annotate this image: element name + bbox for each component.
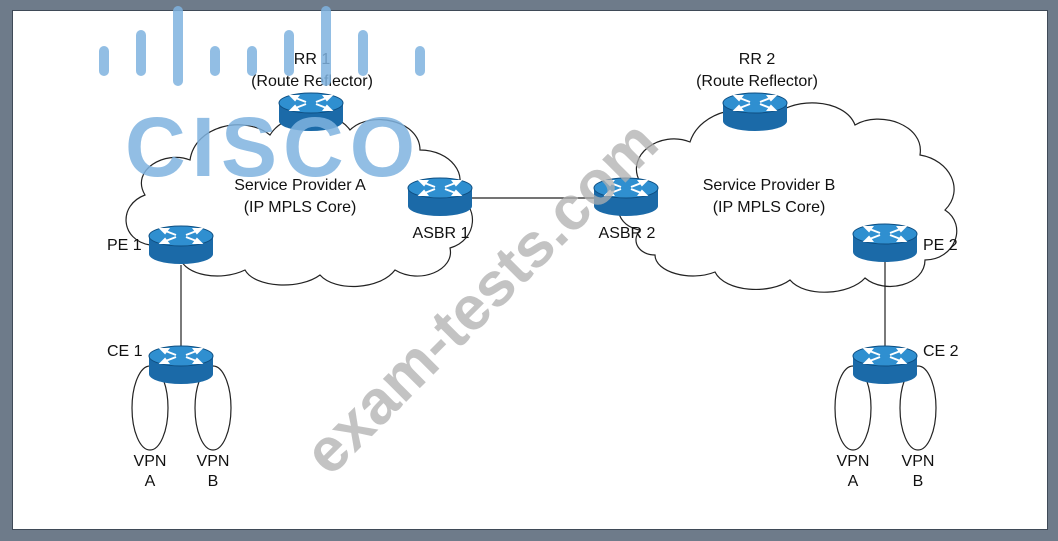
sp-a-sublabel: (IP MPLS Core) bbox=[244, 199, 357, 216]
svg-text:CISCO: CISCO bbox=[125, 100, 421, 194]
asbr2-label: ASBR 2 bbox=[599, 225, 656, 242]
router-pe1-icon bbox=[148, 225, 214, 265]
router-ce1-icon bbox=[148, 345, 214, 385]
sp-b-label: Service Provider B bbox=[703, 177, 836, 194]
ce2-label: CE 2 bbox=[923, 343, 959, 360]
vpn-right-a-line2: A bbox=[848, 473, 859, 490]
cisco-logo-watermark: CISCO bbox=[99, 6, 425, 194]
vpn-left-b-line1: VPN bbox=[197, 453, 230, 470]
pe1-label: PE 1 bbox=[107, 237, 142, 254]
rr1-description: (Route Reflector) bbox=[251, 73, 373, 90]
ce1-label: CE 1 bbox=[107, 343, 143, 360]
vpn-left-a-line1: VPN bbox=[134, 453, 167, 470]
rr2-label: RR 2 bbox=[739, 51, 776, 68]
router-ce2-icon bbox=[852, 345, 918, 385]
sp-b-sublabel: (IP MPLS Core) bbox=[713, 199, 826, 216]
vpn-right-a-line1: VPN bbox=[837, 453, 870, 470]
router-rr2-icon bbox=[722, 92, 788, 132]
rr2-description: (Route Reflector) bbox=[696, 73, 818, 90]
cloud-service-provider-b bbox=[617, 102, 958, 293]
vpn-left-a-line2: A bbox=[145, 473, 156, 490]
vpn-left-b-line2: B bbox=[208, 473, 219, 490]
asbr1-label: ASBR 1 bbox=[413, 225, 470, 242]
sp-a-label: Service Provider A bbox=[234, 177, 366, 194]
vpn-right-b-line1: VPN bbox=[902, 453, 935, 470]
vpn-loop-right-b bbox=[899, 365, 937, 451]
pe2-label: PE 2 bbox=[923, 237, 958, 254]
vpn-right-b-line2: B bbox=[913, 473, 924, 490]
router-pe2-icon bbox=[852, 223, 918, 263]
